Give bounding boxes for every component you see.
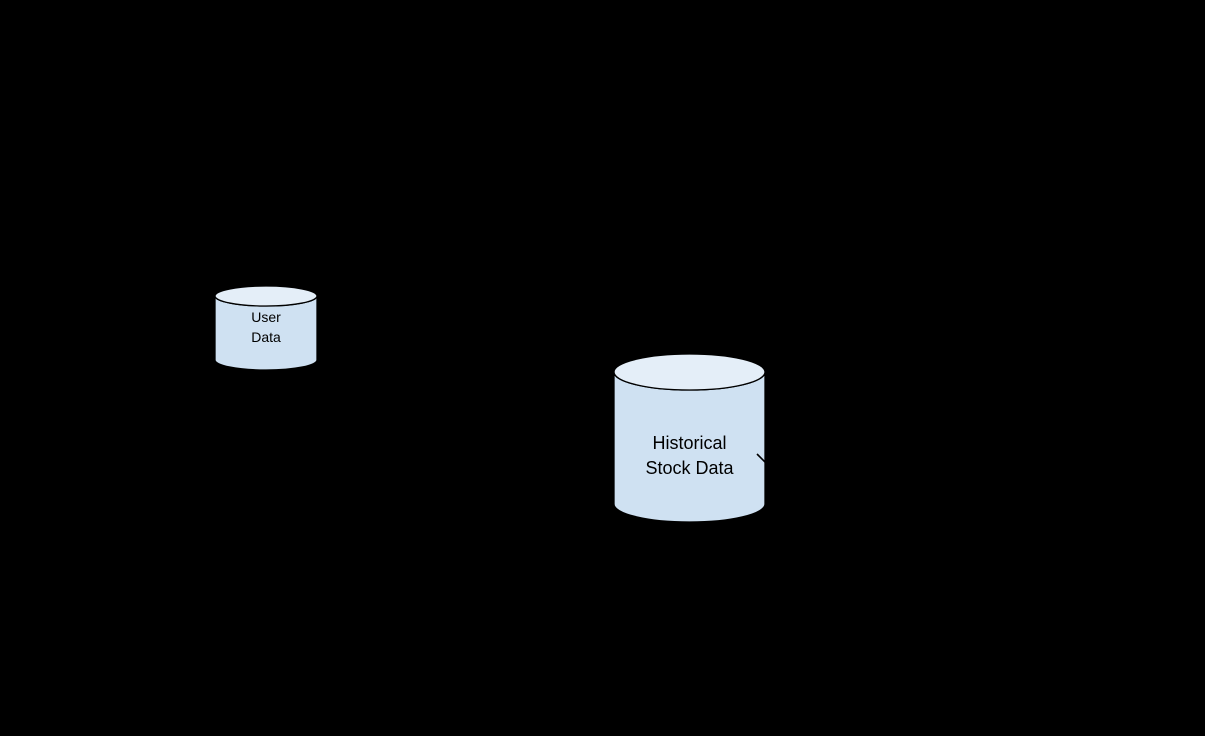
connector-line-fragment [754,451,770,467]
historical-stock-data-node [613,353,766,523]
cylinder-body [613,371,766,523]
database-cylinder-icon [613,353,766,523]
cylinder-top [613,353,766,391]
cylinder-top [214,285,318,307]
cylinder-body [214,295,318,371]
connector-line-segment [756,453,767,464]
user-data-node [214,285,318,372]
connector-line-icon [756,453,767,464]
database-cylinder-icon [214,285,318,371]
